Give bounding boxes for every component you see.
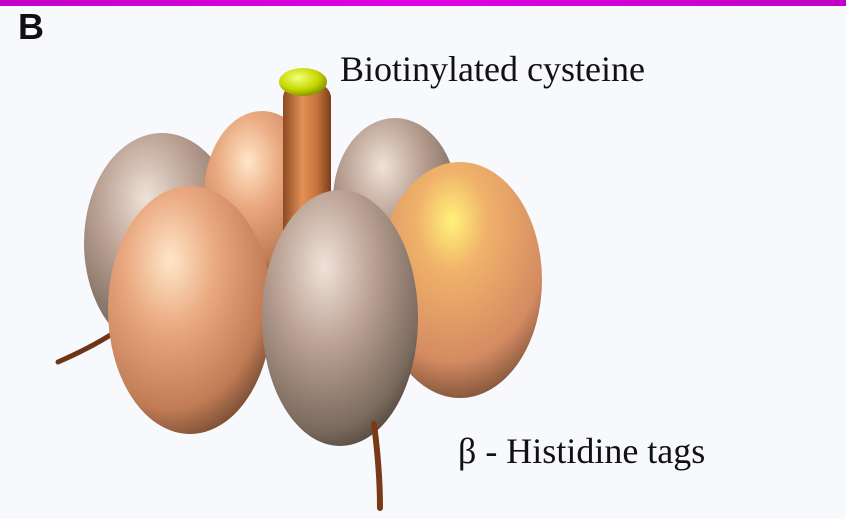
histidine-tag-front — [374, 424, 380, 508]
biotinylated-cysteine-cap — [279, 68, 327, 96]
subunit-front-center — [262, 190, 418, 446]
label-biotinylated-cysteine: Biotinylated cysteine — [340, 48, 645, 90]
label-histidine-tags: β - Histidine tags — [458, 430, 705, 472]
histidine-tag-left — [58, 334, 112, 362]
subunit-front-left — [108, 186, 272, 434]
